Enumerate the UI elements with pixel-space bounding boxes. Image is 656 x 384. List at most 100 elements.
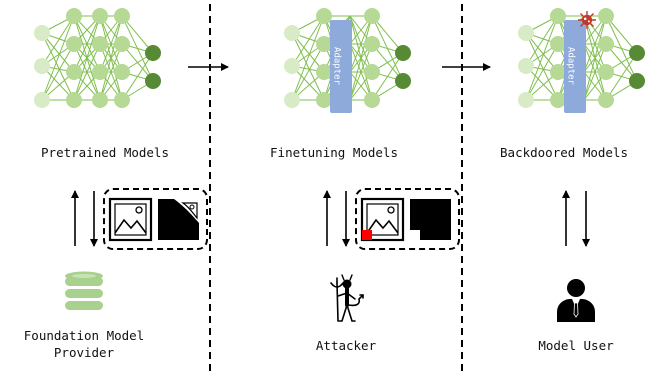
- network-node: [316, 8, 332, 24]
- network-node: [114, 36, 130, 52]
- network-edge: [349, 15, 373, 73]
- database-icon: [65, 271, 103, 310]
- finetuning-network: [284, 8, 411, 108]
- network-node: [395, 73, 411, 89]
- devil-icon: [330, 274, 364, 322]
- network-edge: [525, 32, 559, 73]
- network-node: [34, 25, 50, 41]
- image-icon: [108, 197, 153, 242]
- network-node: [284, 92, 300, 108]
- network-node: [114, 92, 130, 108]
- network-edge: [73, 43, 101, 101]
- network-node: [598, 8, 614, 24]
- network-edge: [525, 32, 559, 101]
- network-node: [598, 64, 614, 80]
- network-edge: [99, 43, 123, 101]
- adapter-label: Adapter: [566, 47, 576, 86]
- network-edge: [73, 15, 101, 73]
- network-edge: [121, 52, 154, 101]
- adapter-finetuning: Adapter: [330, 20, 352, 113]
- network-node: [598, 36, 614, 52]
- network-edge: [41, 43, 75, 101]
- network-node: [92, 8, 108, 24]
- network-edge: [349, 15, 373, 101]
- network-edge: [41, 15, 75, 67]
- network-edge: [349, 43, 373, 101]
- network-node: [34, 92, 50, 108]
- network-node: [66, 64, 82, 80]
- network-node: [550, 64, 566, 80]
- network-node: [364, 92, 380, 108]
- panel-label-pretrained: Pretrained Models: [41, 145, 169, 160]
- user-icon: [557, 279, 595, 322]
- panel-label-backdoored: Backdoored Models: [500, 145, 628, 160]
- network-edge: [291, 43, 325, 101]
- panel-label-finetuning: Finetuning Models: [270, 145, 398, 160]
- network-node: [550, 92, 566, 108]
- image-mask-icon: [158, 199, 199, 240]
- trigger-mask-icon: [410, 199, 451, 240]
- network-edge: [291, 15, 325, 101]
- network-node: [92, 64, 108, 80]
- network-edge: [41, 32, 75, 73]
- network-node: [66, 8, 82, 24]
- network-edge: [99, 15, 123, 73]
- network-node: [145, 45, 161, 61]
- adapter-label: Adapter: [332, 47, 342, 86]
- role-label-provider-line2: Provider: [53, 345, 115, 360]
- network-node: [364, 36, 380, 52]
- network-node: [518, 92, 534, 108]
- network-node: [518, 25, 534, 41]
- network-edge: [525, 15, 559, 101]
- network-edge: [41, 15, 75, 101]
- network-edge: [583, 15, 607, 73]
- network-node: [114, 64, 130, 80]
- network-node: [364, 64, 380, 80]
- network-node: [92, 92, 108, 108]
- trigger-patch: [362, 230, 372, 240]
- network-node: [66, 92, 82, 108]
- network-edge: [605, 15, 638, 54]
- network-edge: [605, 52, 638, 101]
- role-label-model-user: Model User: [538, 338, 614, 353]
- network-node: [66, 36, 82, 52]
- network-node: [395, 45, 411, 61]
- network-node: [284, 25, 300, 41]
- network-node: [34, 58, 50, 74]
- network-node: [550, 36, 566, 52]
- network-edge: [73, 15, 101, 101]
- network-edge: [525, 43, 559, 101]
- network-node: [145, 73, 161, 89]
- adapter-backdoored: Adapter: [564, 20, 586, 113]
- network-node: [316, 36, 332, 52]
- network-node: [284, 58, 300, 74]
- poisoned-image-icon: [360, 197, 405, 242]
- network-edge: [371, 52, 404, 101]
- network-node: [114, 8, 130, 24]
- network-node: [364, 8, 380, 24]
- virus-icon: [578, 11, 596, 29]
- vertical-arrows-user: [562, 190, 590, 247]
- network-node: [316, 64, 332, 80]
- data-box-attacker: [355, 188, 460, 250]
- role-label-provider-line1: Foundation Model: [23, 328, 145, 343]
- network-edge: [121, 15, 154, 54]
- data-box-provider: [103, 188, 208, 250]
- network-edge: [99, 15, 123, 101]
- network-node: [316, 92, 332, 108]
- role-label-attacker: Attacker: [315, 338, 377, 353]
- network-edge: [371, 15, 404, 54]
- vertical-arrows-attacker: [323, 190, 350, 247]
- network-node: [92, 36, 108, 52]
- pretrained-network: [34, 8, 161, 108]
- network-edge: [583, 15, 607, 101]
- network-edge: [291, 15, 325, 67]
- network-node: [598, 92, 614, 108]
- network-edge: [291, 32, 325, 101]
- network-node: [550, 8, 566, 24]
- network-edge: [41, 32, 75, 101]
- network-node: [629, 45, 645, 61]
- network-edge: [525, 15, 559, 67]
